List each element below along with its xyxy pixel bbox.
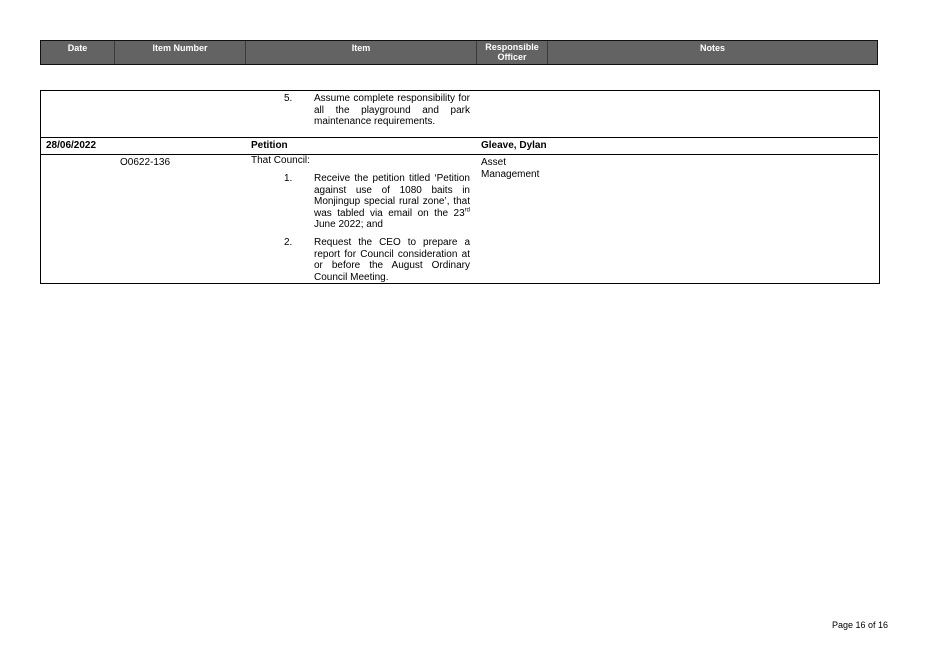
header-divider	[476, 41, 477, 64]
step-number: 1.	[284, 173, 293, 184]
header-responsible-officer: Responsible Officer	[485, 42, 539, 62]
header-item-number: Item Number	[152, 43, 208, 53]
record-item-number: O0622-136	[120, 157, 171, 168]
header-date: Date	[67, 43, 88, 53]
header-notes: Notes	[699, 43, 725, 53]
record-intro: That Council:	[251, 155, 310, 166]
row-divider	[41, 154, 878, 155]
header-divider	[245, 41, 246, 64]
step-text: Receive the petition titled ‘Petition ag…	[314, 173, 470, 230]
record-officer: Gleave, Dylan	[481, 140, 547, 151]
step-number: 2.	[284, 237, 293, 248]
record-department: Asset Management	[481, 157, 540, 180]
continued-item-text: Assume complete responsibility for all t…	[314, 93, 470, 127]
row-divider	[41, 137, 878, 138]
page-number: Page 16 of 16	[831, 620, 888, 630]
minutes-table: 5. Assume complete responsibility for al…	[40, 90, 880, 284]
header-divider	[547, 41, 548, 64]
header-divider	[114, 41, 115, 64]
step-text: Request the CEO to prepare a report for …	[314, 237, 470, 283]
header-item: Item	[351, 43, 371, 53]
table-header: Date Item Number Item Responsible Office…	[40, 40, 878, 65]
continued-item-number: 5.	[284, 93, 293, 104]
record-date: 28/06/2022	[46, 140, 97, 151]
record-title: Petition	[251, 140, 288, 151]
